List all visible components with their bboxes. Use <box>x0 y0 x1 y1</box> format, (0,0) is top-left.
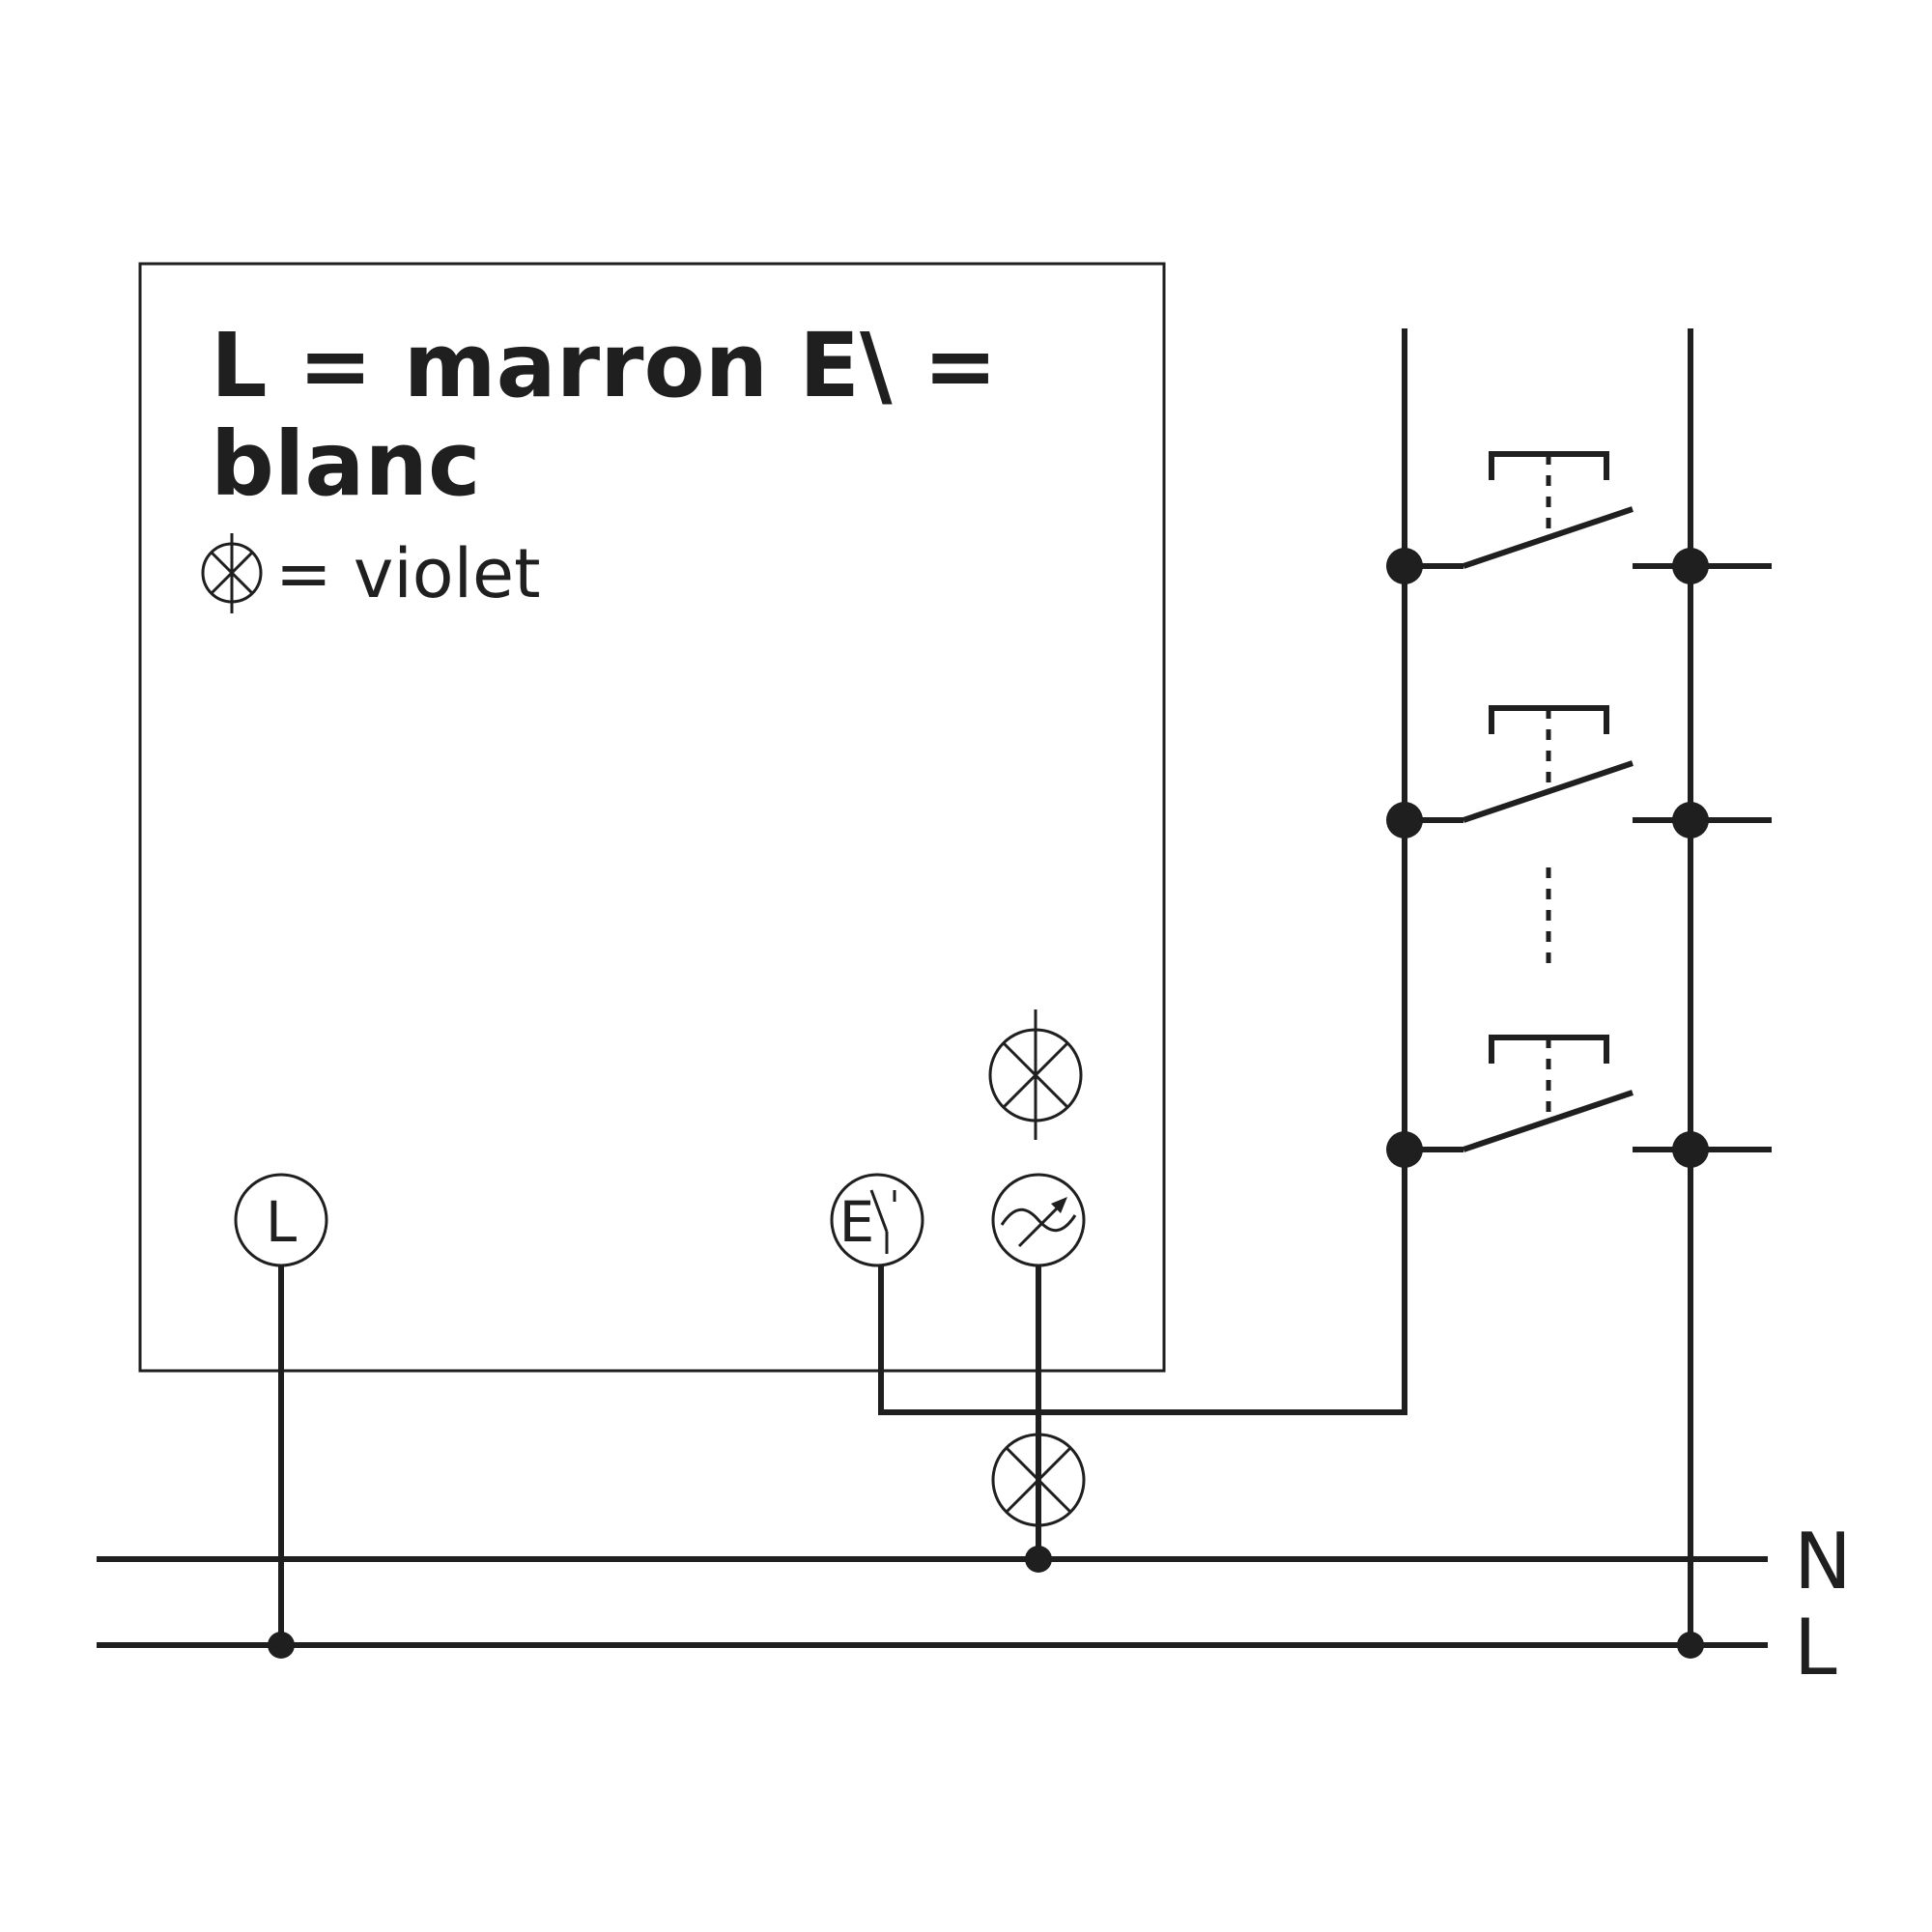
svg-text:E: E <box>839 1189 875 1255</box>
legend-line-1: L = marron E\ = <box>211 314 998 417</box>
indicator-lamp-icon <box>988 1009 1083 1140</box>
svg-text:L: L <box>266 1189 297 1255</box>
dimmer-output-terminal <box>991 1173 1086 1267</box>
pushbutton-3 <box>1386 1035 1772 1168</box>
load-lamp-icon <box>991 1433 1086 1527</box>
lamp-symbol-icon <box>201 533 263 613</box>
neutral-bus-label: N <box>1794 1517 1852 1606</box>
pushbutton-1 <box>1386 451 1772 584</box>
pushbutton-2 <box>1386 705 1772 838</box>
device-enclosure <box>138 262 1166 1373</box>
neutral-lamp-junction <box>1025 1546 1052 1573</box>
e-terminal: E <box>830 1173 924 1267</box>
legend-line-3: = violet <box>275 534 541 613</box>
e-terminal-wire <box>878 328 1407 1415</box>
l-bus-junction <box>268 1632 295 1659</box>
legend-line-2: blanc <box>211 412 481 516</box>
live-rail-bus-junction <box>1677 1632 1704 1659</box>
live-bus-label: L <box>1794 1603 1837 1692</box>
l-terminal: L <box>234 1173 328 1267</box>
